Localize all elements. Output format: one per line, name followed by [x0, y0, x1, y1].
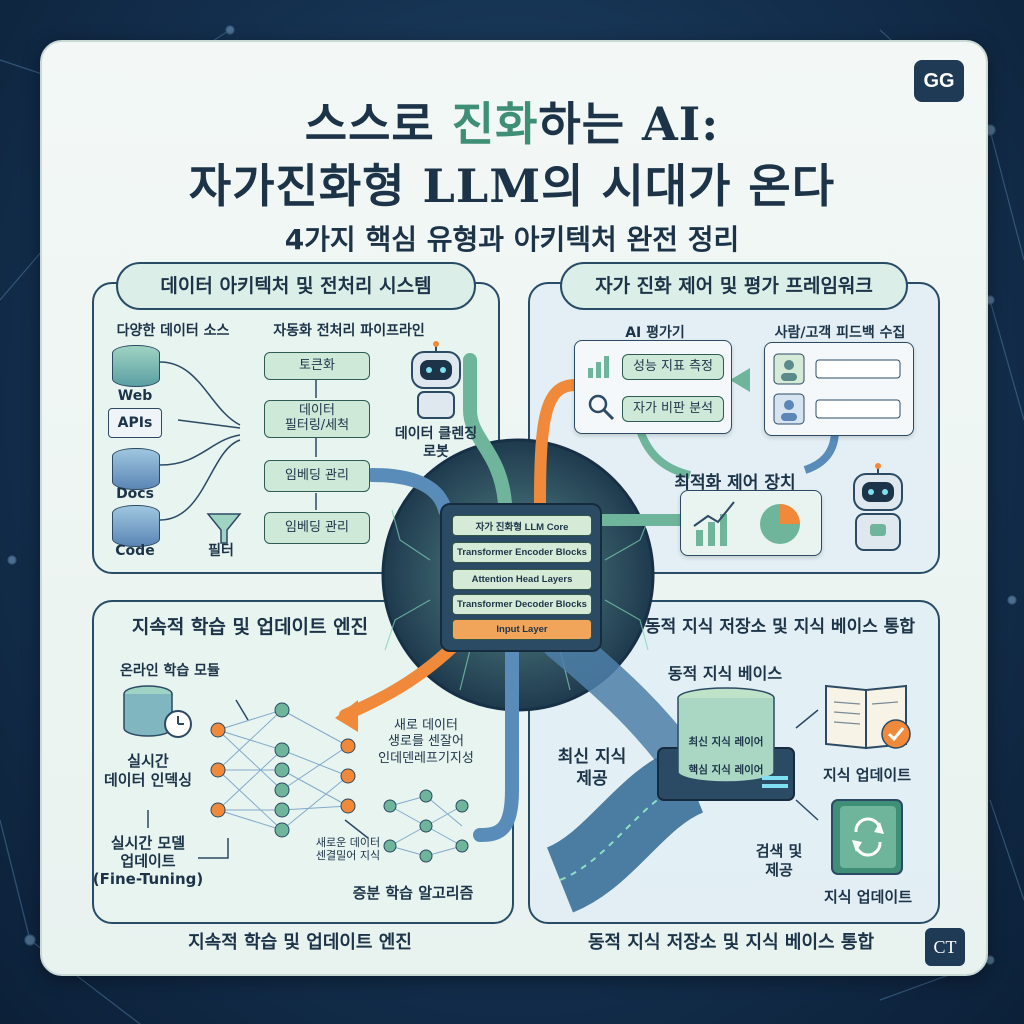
new-data-note-2: 새로운 데이터 센결밀어 지식: [315, 836, 381, 863]
core-encoder-layer: Transformer Encoder Blocks: [452, 542, 592, 563]
ai-evaluator-label: AI 평가기: [625, 325, 685, 341]
realtime-update-label: 실시간 모델 업데이트 (Fine-Tuning): [92, 834, 204, 888]
growth-chart-icon: [693, 501, 800, 546]
book-update-label-1: 지식 업데이트: [822, 766, 912, 784]
online-module-label: 온라인 학습 모듈: [120, 663, 220, 679]
code-database-icon: [112, 505, 160, 547]
title-line-1: 스스로 진화하는 AI:: [304, 97, 720, 151]
title-line-2: 자가진화형 LLM의 시대가 온다: [188, 159, 836, 213]
user-feedback-icon: [773, 353, 901, 425]
source-docs: Docs: [116, 486, 154, 502]
source-apis: APIs: [108, 408, 162, 438]
corner-badge: CT: [925, 928, 965, 966]
open-book-icon: [825, 684, 911, 750]
metric-self-critique: 자가 비판 분석: [622, 396, 724, 422]
knowledge-base-label: 동적 지식 베이스: [667, 664, 783, 683]
filter-label: 필터: [208, 543, 234, 559]
brand-badge: GG: [914, 60, 964, 102]
control-panel-title: 자가 진화 제어 및 평가 프레임워크: [560, 262, 908, 310]
docs-database-icon: [112, 448, 160, 490]
pipeline-step-embedding-1: 임베딩 관리: [264, 460, 370, 492]
latest-knowledge-label: 최신 지식 제공: [557, 747, 627, 790]
core-input-layer: Input Layer: [452, 619, 592, 640]
core-title-layer: 자가 진화형 LLM Core: [452, 515, 592, 536]
data-panel-title: 데이터 아키텍처 및 전처리 시스템: [116, 262, 476, 310]
web-database-icon: [112, 345, 160, 387]
refresh-book-icon: [831, 799, 903, 875]
neural-network-icon: [210, 702, 356, 838]
search-provide-label: 검색 및 제공: [755, 842, 803, 879]
llm-core-stack: 자가 진화형 LLM Core Transformer Encoder Bloc…: [440, 503, 602, 652]
optimizer-robot-icon: [853, 463, 903, 551]
subtitle: 4가지 핵심 유형과 아키텍처 완전 정리: [284, 223, 740, 256]
incremental-learning-label: 증분 학습 알고리즘: [352, 884, 474, 902]
bar-chart-icon: [588, 356, 609, 378]
learning-panel-title: 지속적 학습 및 업데이트 엔진: [131, 616, 369, 638]
realtime-indexing-label: 실시간 데이터 인덱싱: [103, 752, 193, 789]
kb-layer-core: 핵심 지식 레이어: [688, 764, 764, 776]
data-sources-label: 다양한 데이터 소스: [116, 323, 230, 339]
pipeline-step-tokenize: 토큰화: [264, 352, 370, 380]
metric-performance: 성능 지표 측정: [622, 354, 724, 380]
knowledge-panel-title: 동적 지식 저장소 및 지식 베이스 통합: [644, 617, 916, 637]
small-network-icon: [383, 789, 469, 863]
knowledge-panel-footer: 동적 지식 저장소 및 지식 베이스 통합: [588, 932, 874, 953]
cleansing-robot-icon: [411, 341, 461, 419]
filter-icon: [206, 513, 242, 544]
magnifier-icon: [588, 394, 615, 421]
cleansing-robot-label: 데이터 클렌징 로봇: [394, 426, 478, 460]
book-update-label-2: 지식 업데이트: [823, 888, 913, 906]
new-data-note: 새로 데이터 생로를 센잘어 인데덴레프기지성: [378, 718, 474, 766]
pipeline-step-embedding-2: 임베딩 관리: [264, 512, 370, 544]
pipeline-step-filtering: 데이터 필터링/세척: [264, 400, 370, 438]
source-code: Code: [115, 543, 155, 559]
pipeline-label: 자동화 전처리 파이프라인: [273, 323, 425, 339]
core-attention-layer: Attention Head Layers: [452, 569, 592, 590]
source-web: Web: [117, 388, 153, 404]
kb-layer-latest: 최신 지식 레이어: [688, 736, 764, 748]
optimizer-label: 최적화 제어 장치: [674, 473, 796, 493]
knowledge-base-icon: [657, 687, 795, 801]
learning-panel-footer: 지속적 학습 및 업데이트 엔진: [188, 932, 412, 953]
core-decoder-layer: Transformer Decoder Blocks: [452, 594, 592, 615]
realtime-db-icon: [123, 685, 192, 738]
feedback-label: 사람/고객 피드백 수집: [774, 325, 906, 341]
